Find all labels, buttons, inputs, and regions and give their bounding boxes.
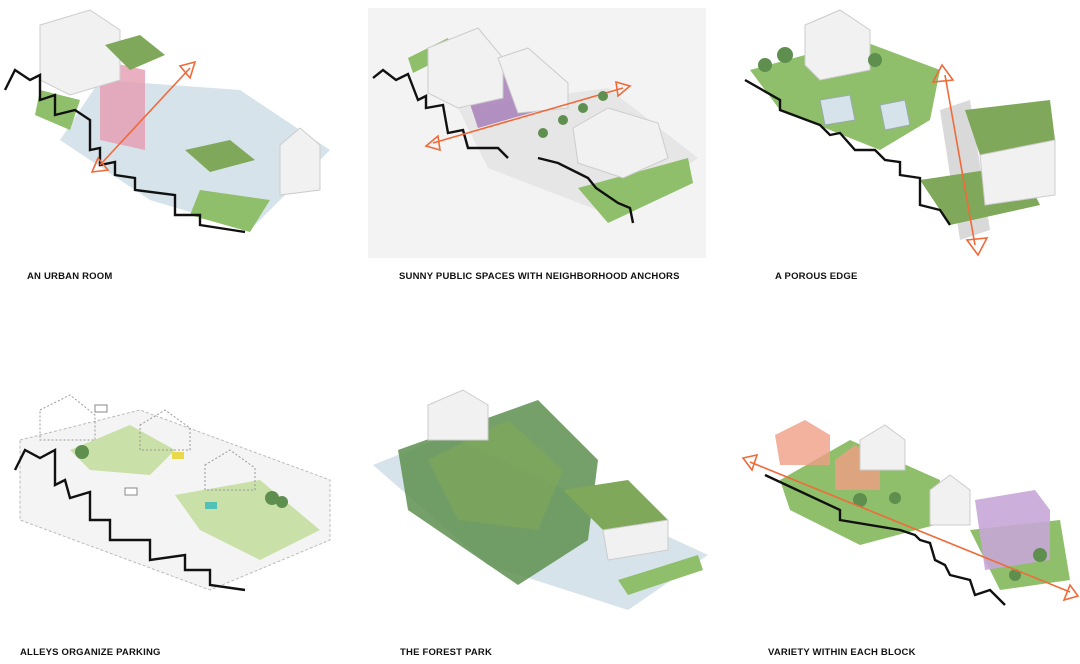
lawn-strip — [618, 555, 703, 595]
caption-urban-room: AN URBAN ROOM — [27, 271, 113, 282]
tree-group — [75, 445, 288, 508]
green-roof-building — [105, 35, 165, 70]
lawn-strip-2 — [190, 190, 270, 232]
panel-forest-park: THE FOREST PARK — [368, 380, 708, 664]
arrow-shaft — [432, 87, 624, 144]
variety-block-illustration — [741, 420, 1080, 606]
arrow-head-right — [1062, 583, 1080, 602]
block-side — [602, 519, 669, 561]
arrow-head-right — [615, 80, 632, 98]
glass-pavilion-2 — [879, 99, 911, 131]
caption-forest-park: THE FOREST PARK — [400, 647, 493, 658]
panel-urban-room: AN URBAN ROOM — [0, 0, 340, 300]
green-roof-block — [563, 480, 668, 530]
houses-right — [572, 107, 669, 179]
arrow-head-bottom — [90, 156, 110, 173]
forest-highlight — [428, 420, 563, 530]
car-yellow — [172, 452, 184, 459]
dashed-house-3 — [204, 449, 256, 491]
arrow-head-left — [741, 453, 759, 472]
caption-sunny-public-spaces: SUNNY PUBLIC SPACES WITH NEIGHBORHOOD AN… — [399, 271, 680, 282]
edge-outline — [3, 68, 246, 234]
arrow-shaft — [99, 67, 191, 166]
urban-room-illustration — [3, 9, 330, 234]
lawn-right — [578, 158, 693, 223]
green-roof-building-2 — [185, 140, 255, 172]
car-teal — [205, 502, 217, 509]
edge-outline — [13, 448, 246, 592]
caption-alleys-parking: ALLEYS ORGANIZE PARKING — [20, 647, 161, 658]
arrow-shaft — [749, 461, 1071, 593]
car-1 — [94, 404, 108, 413]
lawn-strip — [35, 90, 80, 130]
arrow-shaft — [944, 74, 976, 246]
panel-porous-edge: A POROUS EDGE — [740, 0, 1080, 300]
arrow-head-bottom — [965, 237, 989, 257]
edge-outline-2 — [537, 156, 635, 224]
sunny-spaces-illustration — [368, 8, 706, 258]
alleys-parking-illustration — [13, 394, 331, 592]
arrow-head-left — [424, 134, 441, 152]
tree-group — [758, 47, 882, 72]
arrow-head-top — [178, 60, 197, 80]
lavender-building — [975, 490, 1050, 570]
salmon-building — [775, 420, 830, 465]
arrow-head-top — [931, 63, 955, 83]
block-side — [979, 139, 1056, 206]
caption-variety-block: VARIETY WITHIN EACH BLOCK — [768, 647, 916, 658]
panel-variety-block: VARIETY WITHIN EACH BLOCK — [740, 380, 1080, 664]
car-white — [124, 487, 138, 496]
edge-outline — [372, 68, 509, 159]
forest-park-illustration — [373, 389, 708, 610]
tree-row — [538, 91, 608, 138]
building-white — [427, 389, 489, 441]
light-lawn — [70, 425, 175, 475]
edge-outline — [764, 473, 1006, 606]
tree-group — [853, 492, 1047, 581]
green-roof-block — [965, 100, 1055, 155]
porous-edge-illustration — [744, 9, 1056, 257]
house-right — [279, 127, 321, 196]
building-block — [39, 9, 121, 96]
dashed-house-2 — [139, 409, 191, 451]
building-back — [804, 9, 871, 81]
white-building-2 — [929, 474, 971, 526]
building-left — [427, 27, 504, 109]
edge-outline — [744, 78, 951, 226]
panel-sunny-public-spaces: SUNNY PUBLIC SPACES WITH NEIGHBORHOOD AN… — [368, 8, 708, 298]
building-center — [497, 47, 569, 114]
caption-porous-edge: A POROUS EDGE — [775, 271, 858, 282]
white-building — [859, 424, 906, 471]
glass-pavilion — [819, 94, 856, 126]
panel-alleys-parking: ALLEYS ORGANIZE PARKING — [0, 380, 340, 664]
